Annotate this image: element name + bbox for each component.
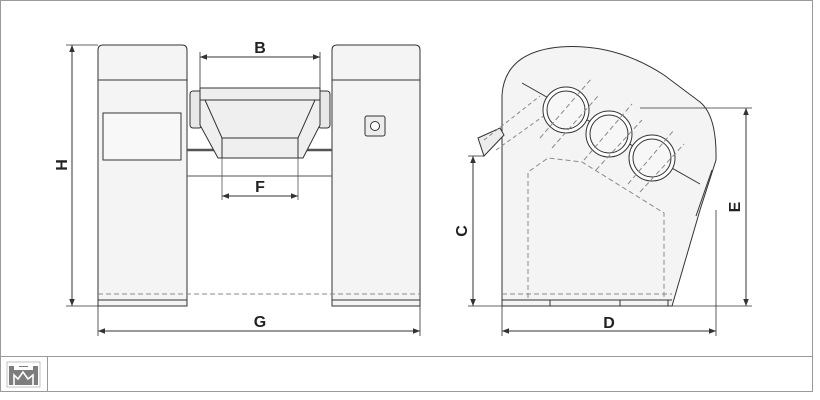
dim-label-d: D xyxy=(603,315,615,332)
side-dimensions xyxy=(468,107,752,336)
side-foot-left xyxy=(501,299,551,307)
dim-label-g: G xyxy=(254,314,266,331)
mixing-hopper xyxy=(199,87,321,159)
front-dimensions xyxy=(66,44,421,336)
discharge-chute xyxy=(477,127,505,157)
right-housing xyxy=(331,44,421,307)
dim-label-e: E xyxy=(727,201,744,212)
side-view xyxy=(477,46,717,307)
control-panel-window xyxy=(102,112,182,161)
front-view xyxy=(97,44,421,307)
dim-label-b: B xyxy=(254,40,266,57)
side-foot-right xyxy=(619,299,669,307)
inner-frame-dashed xyxy=(527,157,665,298)
left-housing xyxy=(97,44,188,307)
dim-label-f: F xyxy=(255,179,265,196)
dim-label-c: C xyxy=(454,225,471,237)
switch-knob xyxy=(370,121,380,131)
dim-label-h: H xyxy=(54,159,71,171)
company-logo-icon xyxy=(6,361,41,388)
